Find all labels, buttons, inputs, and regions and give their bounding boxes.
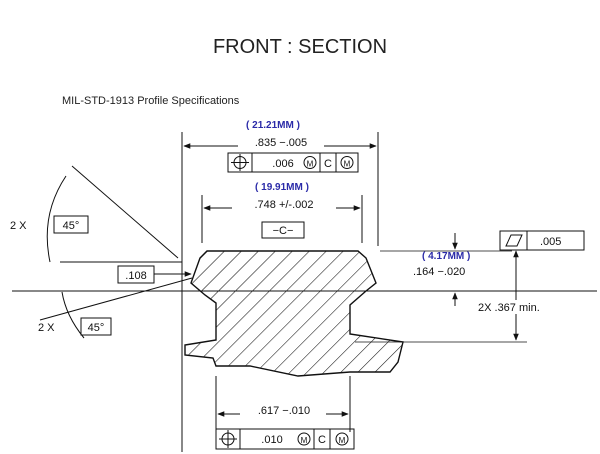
depth-value: 2X .367 min. (478, 302, 540, 314)
flatness-frame: .005 (499, 230, 585, 251)
page-title: FRONT : SECTION (213, 36, 387, 58)
upper-angle-leader (71, 165, 179, 259)
lower-angle-count: 2 X (38, 322, 55, 334)
max-material-icon: M (303, 156, 317, 169)
height-metric: ( 4.17MM ) (422, 251, 470, 262)
max-material-icon: M (340, 156, 354, 169)
flat-dimension-value: .108 (125, 270, 146, 282)
svg-text:M: M (301, 436, 308, 445)
flatness-value: .005 (540, 236, 561, 248)
base-width-value: .617 −.010 (258, 405, 310, 417)
depth-label-bg (474, 300, 570, 314)
position-icon (219, 430, 237, 448)
subtitle: MIL-STD-1913 Profile Specifications (62, 95, 240, 107)
lower-angle-leader (39, 277, 193, 321)
upper-angle-box (53, 215, 89, 234)
overall-width-value: .835 −.005 (255, 137, 307, 149)
top-datum-ref: C (324, 158, 332, 170)
lower-angle-value: 45° (88, 322, 105, 334)
datum-c-label: −C− (273, 225, 294, 237)
top-width-value: .748 +/-.002 (254, 199, 313, 211)
position-icon (231, 154, 249, 171)
top-width-metric: ( 19.91MM ) (255, 182, 309, 193)
bottom-datum-ref: C (318, 434, 326, 446)
overall-width-metric: ( 21.21MM ) (246, 120, 300, 131)
top-width-label-bg (232, 198, 336, 211)
flatness-icon (505, 234, 523, 247)
upper-angle-value: 45° (63, 220, 80, 232)
bottom-tolerance-value: .010 (261, 434, 282, 446)
overall-width-label-bg (238, 136, 324, 149)
svg-text:M: M (307, 160, 314, 169)
lower-angle-box (80, 317, 112, 336)
max-material-icon: M (335, 432, 349, 446)
svg-text:M: M (339, 436, 346, 445)
height-value: .164 −.020 (413, 266, 465, 278)
base-width-label-bg (240, 404, 326, 417)
rail-section (184, 250, 404, 377)
top-tolerance-value: .006 (272, 158, 293, 170)
bottom-feature-control-frame: .010 M C M (215, 428, 355, 450)
upper-angle-count: 2 X (10, 220, 27, 232)
svg-text:M: M (344, 160, 351, 169)
datum-c-box (261, 221, 305, 239)
top-feature-control-frame: .006 M C M (227, 152, 359, 173)
max-material-icon: M (297, 432, 311, 446)
upper-angle-arc (46, 175, 67, 263)
